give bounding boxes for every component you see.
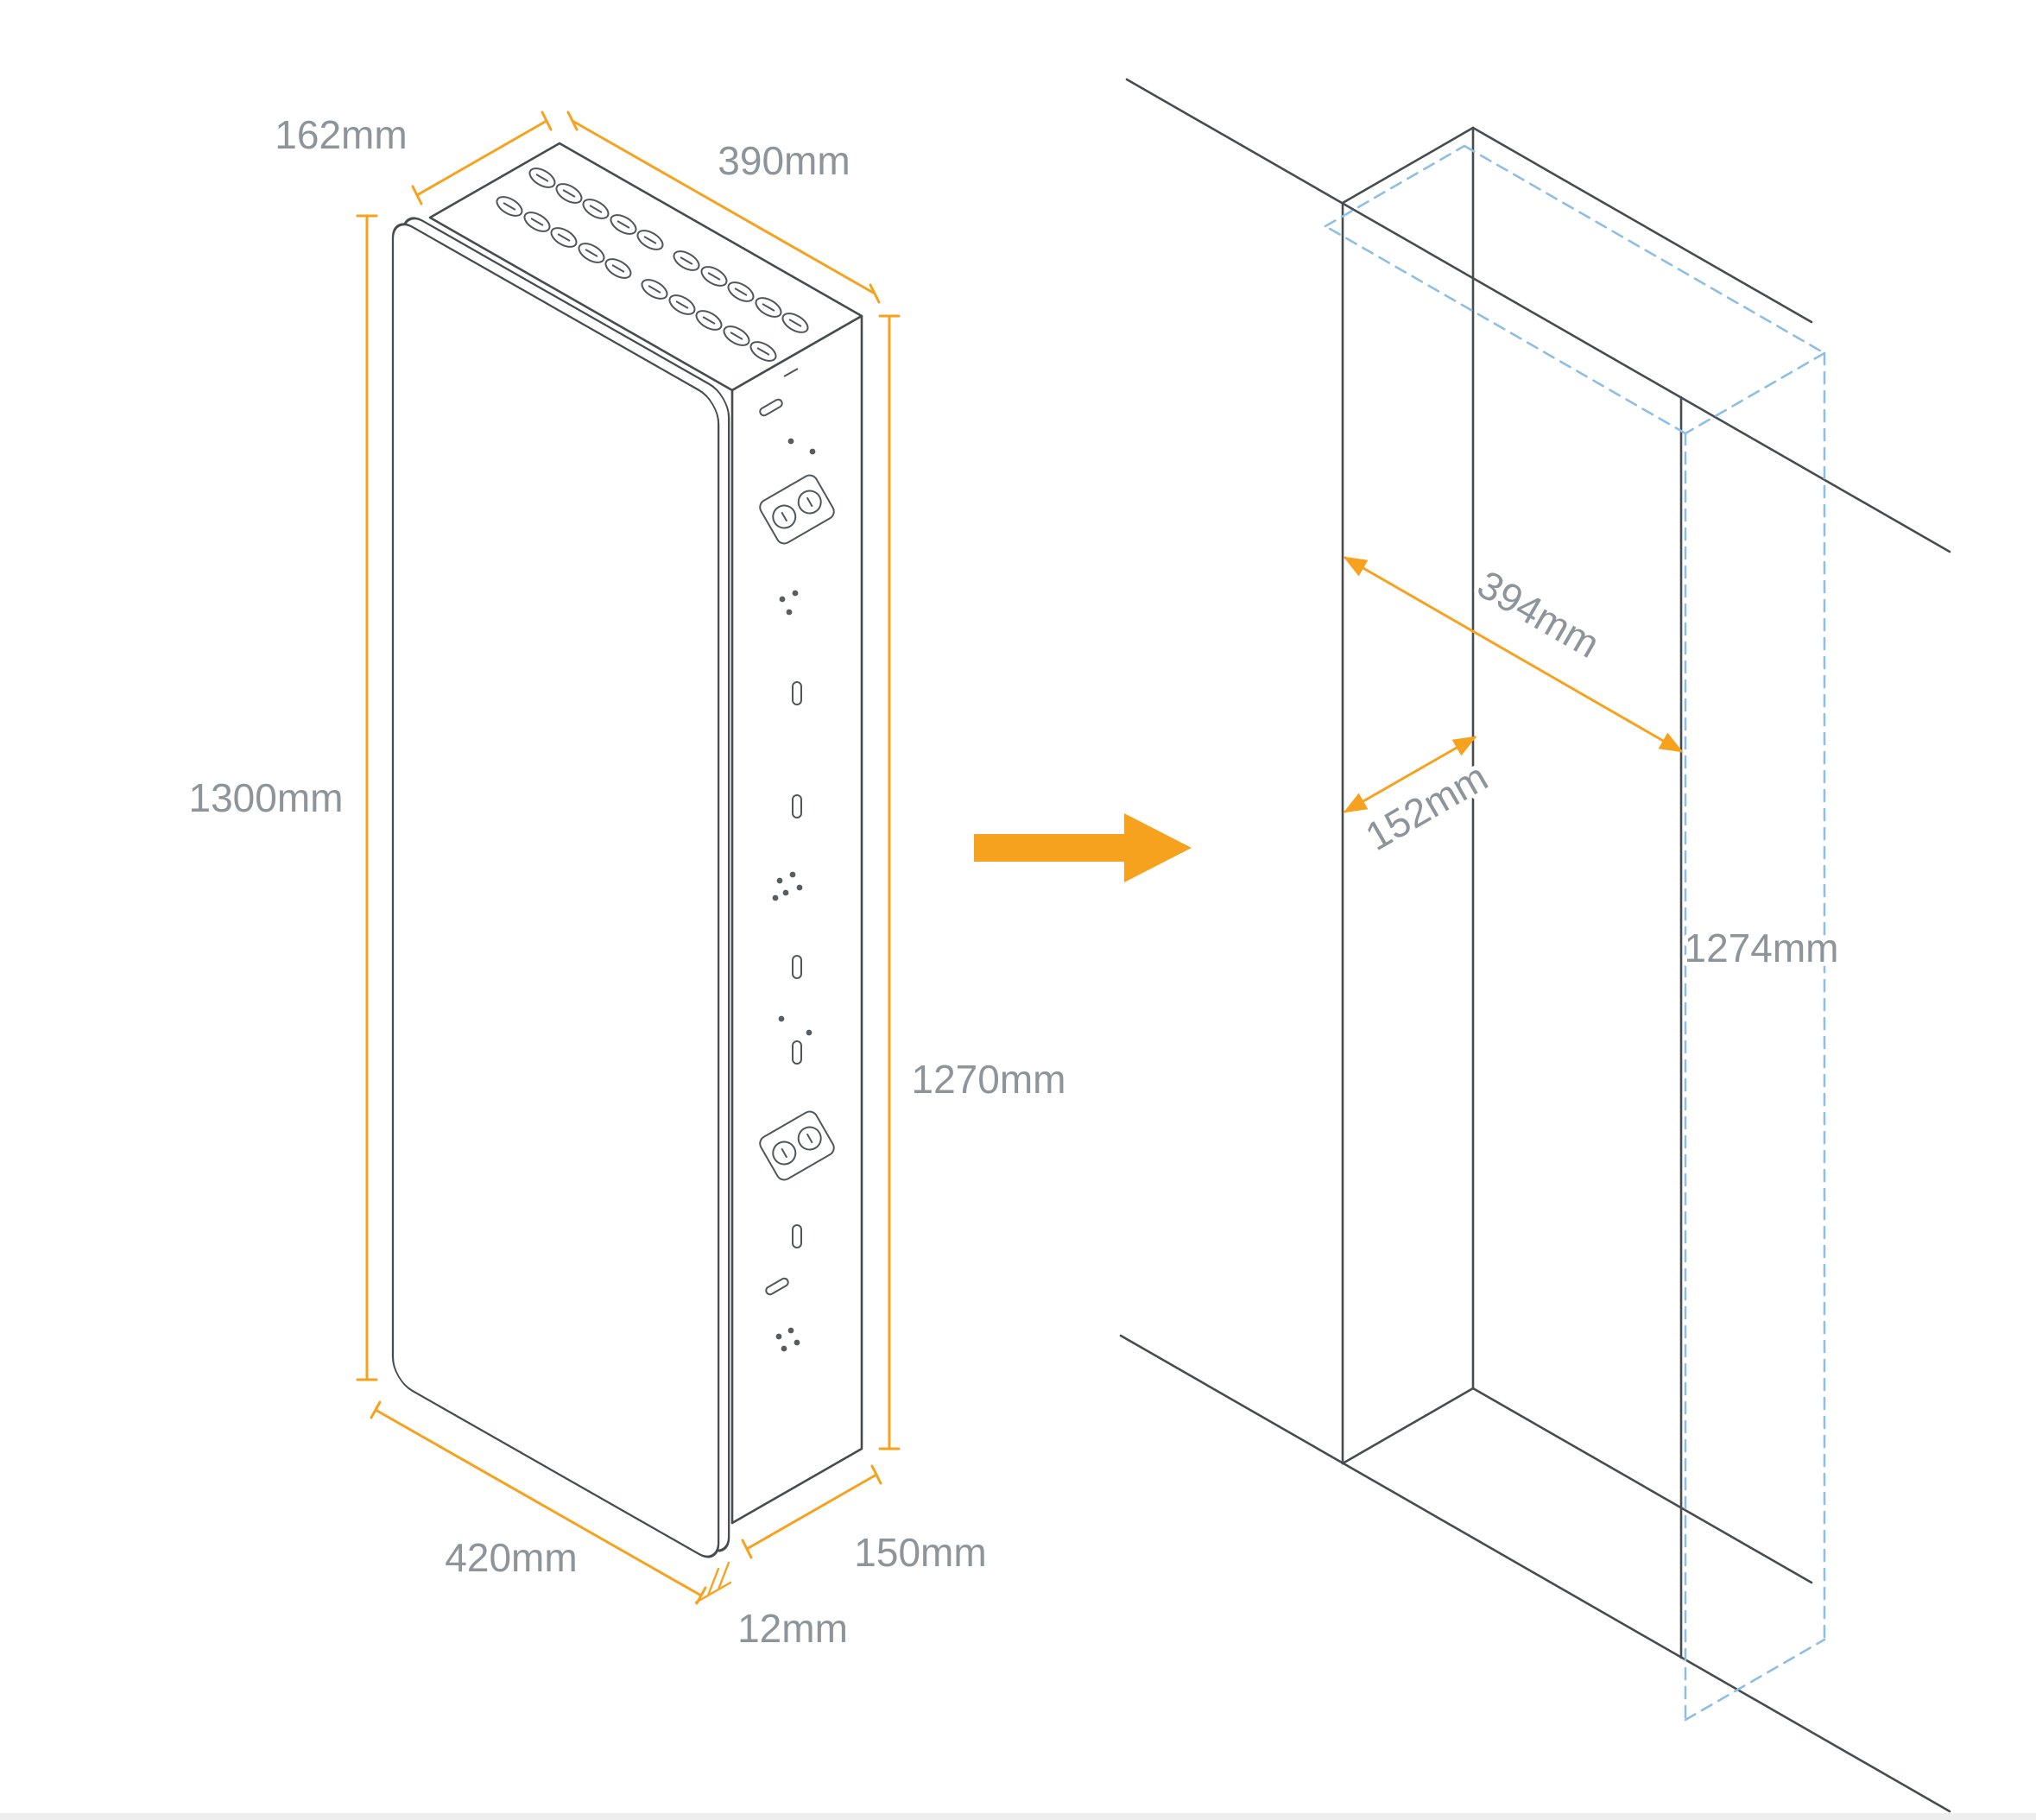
label-panel-thickness: 12mm bbox=[737, 1606, 848, 1651]
label-opening-depth: 152mm bbox=[1358, 754, 1495, 859]
label-body-height: 1270mm bbox=[912, 1057, 1066, 1102]
wall-edge-lines bbox=[1119, 78, 1951, 1813]
front-panel-face bbox=[391, 223, 720, 1558]
recess-dimension-labels: 394mm 152mm 1274mm bbox=[1354, 557, 1843, 975]
label-top-depth: 162mm bbox=[275, 112, 407, 157]
label-front-panel-width: 420mm bbox=[445, 1535, 577, 1580]
unit-body-side-face bbox=[730, 314, 863, 1525]
unit-isometric-view: 162mm 390mm 1300mm 1270mm 420mm 150mm 12… bbox=[185, 108, 1071, 1655]
unit-hidden-outline-dashed bbox=[1324, 144, 1826, 1722]
recess-dimension-lines bbox=[1343, 556, 1684, 813]
label-opening-width: 394mm bbox=[1470, 561, 1608, 667]
label-top-width: 390mm bbox=[718, 138, 850, 183]
label-opening-height: 1274mm bbox=[1685, 926, 1839, 970]
unit-dimension-lines bbox=[356, 111, 901, 1605]
side-face-details bbox=[756, 368, 838, 1352]
label-front-panel-height: 1300mm bbox=[189, 775, 344, 820]
unit-front-panel bbox=[391, 217, 730, 1558]
unit-dimension-labels: 162mm 390mm 1300mm 1270mm 420mm 150mm 12… bbox=[185, 108, 1071, 1655]
transform-arrow-icon bbox=[974, 813, 1192, 882]
wall-recess-isometric-view: 394mm 152mm 1274mm bbox=[1119, 78, 1951, 1813]
label-body-depth: 150mm bbox=[854, 1530, 986, 1575]
recess-opening-lines bbox=[1341, 126, 1813, 1659]
